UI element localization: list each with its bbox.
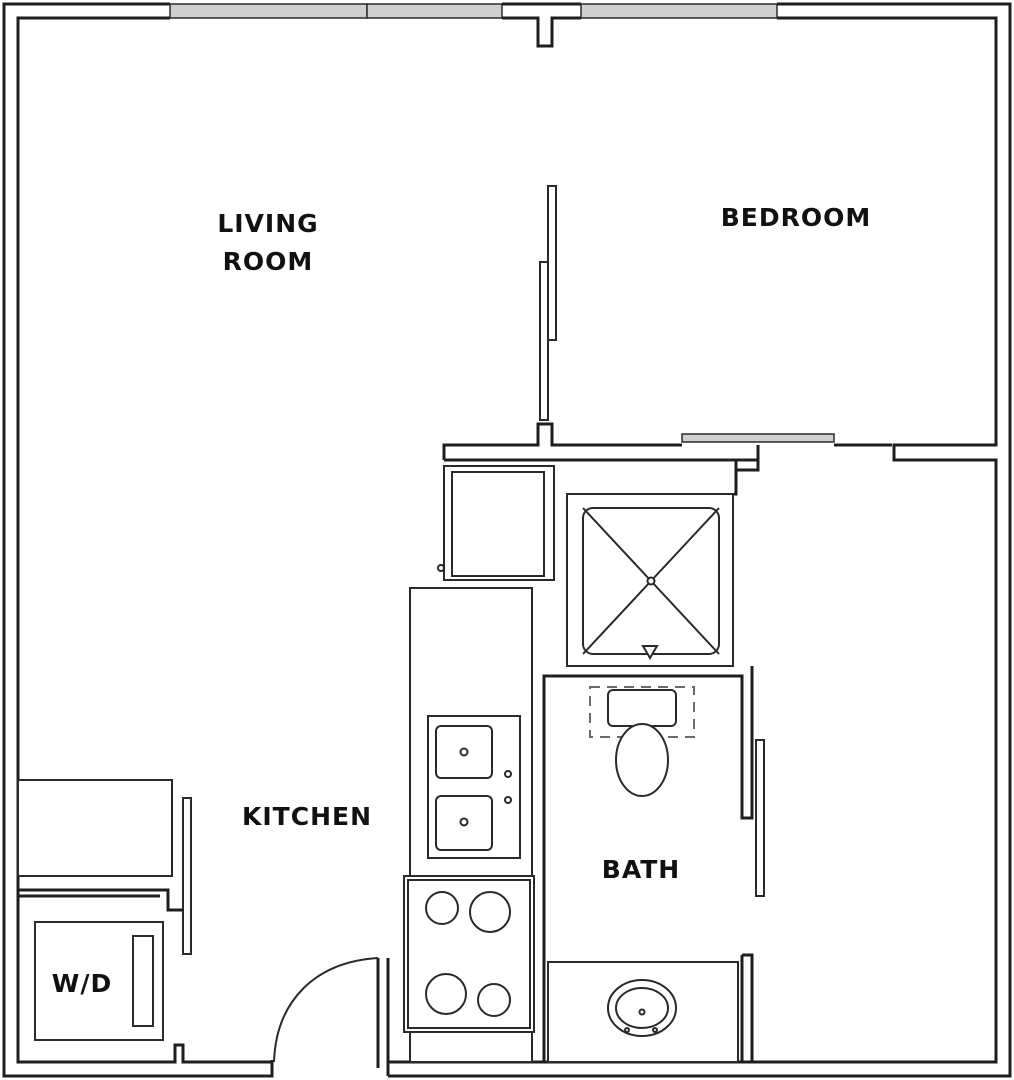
window-living-left	[169, 3, 368, 19]
kitchen-fixtures	[403, 465, 555, 1063]
window-living-right	[366, 3, 503, 19]
bath-door-panel	[755, 739, 765, 897]
living-room-label-line1: LIVING	[217, 209, 318, 238]
door-swing-arc	[273, 957, 379, 1063]
sink-basin-lower	[435, 795, 493, 851]
window-bedroom	[580, 3, 778, 19]
closet-slider	[681, 433, 835, 443]
washer-dryer-label: W/D	[52, 969, 112, 998]
shower-head-icon	[641, 645, 659, 660]
bath-label: BATH	[602, 855, 680, 884]
burner-bottom-left	[425, 973, 467, 1015]
toilet-bowl	[615, 723, 669, 797]
entry-door	[273, 957, 379, 1063]
bedroom-label: BEDROOM	[721, 203, 872, 232]
pantry-shelf	[17, 779, 173, 877]
bathroom	[542, 460, 765, 1063]
sink-basin-upper	[435, 725, 493, 779]
closet-door-panel	[182, 797, 192, 955]
kitchen-label: KITCHEN	[242, 802, 372, 831]
windows	[169, 2, 778, 48]
toilet-tank	[607, 689, 677, 727]
sliding-panel-lower	[539, 261, 549, 421]
burner-top-right	[469, 891, 511, 933]
sliding-panel-upper	[547, 185, 557, 341]
laundry-area	[17, 779, 192, 1041]
shower-drain	[646, 576, 656, 586]
burner-bottom-right	[477, 983, 511, 1017]
burner-top-left	[425, 891, 459, 925]
room-labels: LIVING ROOM BEDROOM KITCHEN BATH W/D	[52, 203, 872, 998]
living-room-label-line2: ROOM	[223, 247, 314, 276]
